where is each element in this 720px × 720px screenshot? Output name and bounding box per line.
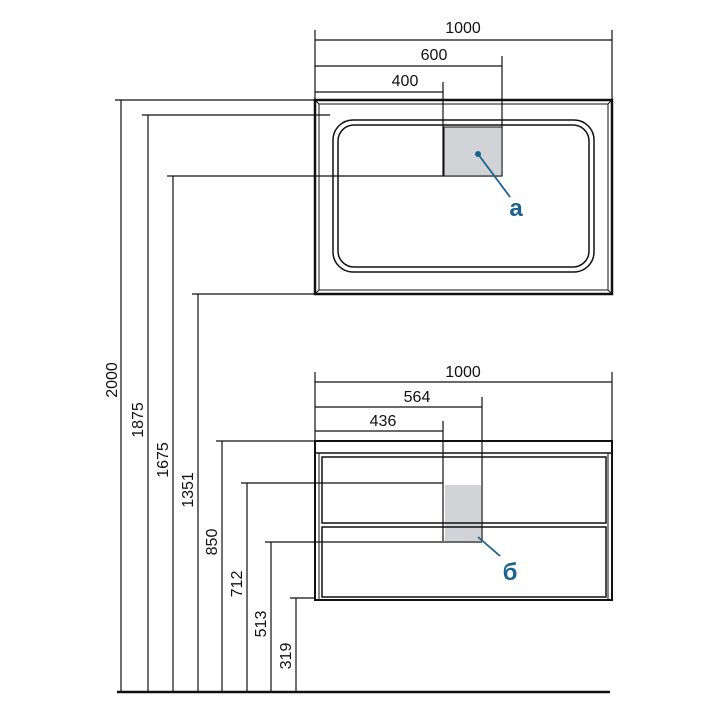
dim-height-712: 712 (229, 571, 246, 598)
dim-height-850: 850 (204, 529, 221, 556)
marker-leader-b (477, 536, 501, 557)
marker-leader-a (477, 153, 511, 198)
dim-height-513: 513 (253, 611, 270, 638)
dim-mirror-width: 1000 (445, 20, 481, 37)
mirror (313, 98, 614, 296)
dim-height-2000: 2000 (104, 362, 121, 398)
dim-height-1351: 1351 (180, 472, 197, 508)
dim-height-1875: 1875 (130, 402, 147, 438)
dim-cabinet-436: 436 (370, 413, 397, 430)
dim-mirror-400: 400 (392, 73, 419, 90)
mirror-zone-a (443, 126, 503, 177)
dim-mirror-600: 600 (421, 47, 448, 64)
dimension-lines (115, 30, 613, 692)
dim-height-1675: 1675 (155, 442, 172, 478)
dim-cabinet-width: 1000 (445, 364, 481, 381)
dim-cabinet-564: 564 (404, 389, 431, 406)
dim-height-319: 319 (278, 643, 295, 670)
marker-label-a: а (509, 195, 523, 222)
cabinet-zone-b (445, 485, 481, 541)
marker-label-b: б (503, 559, 518, 586)
